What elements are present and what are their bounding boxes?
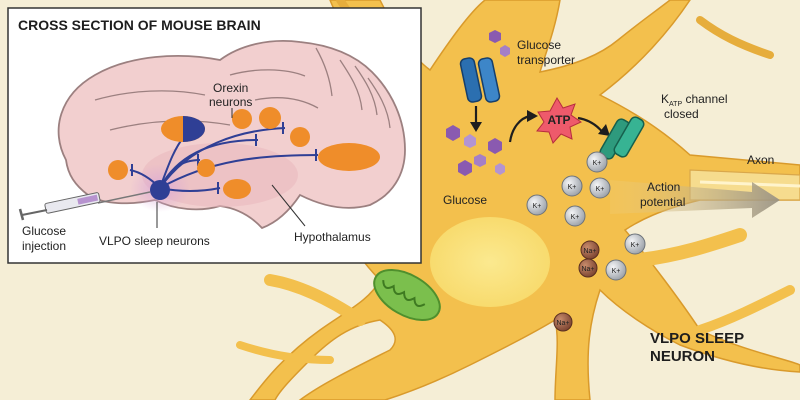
katp-channel-right [613,116,645,158]
glucose-transporter [459,57,501,103]
ions: K+ K+ K+ K+ K+ K+ K+ Na+ Na+ Na+ [526,151,646,332]
action-potential-arrow [610,180,780,218]
hypothalamus-leader [271,184,306,227]
glucose-molecule [446,125,460,141]
transporter-label-line2: transporter [517,53,575,67]
glucose-entry-arrowhead [470,122,482,132]
neuron-labels: Glucose transporter Glucose KATP channel… [443,38,774,365]
sodium-ion: Na+ [553,312,573,332]
action-potential-label-line2: potential [640,195,685,209]
glucose-molecules [446,30,510,176]
orexin-label-line2: neurons [209,95,252,109]
potassium-ion: K+ [605,259,627,281]
glucose-label: Glucose [443,193,487,207]
svg-text:Na+: Na+ [556,320,569,327]
vlpo-neuron-title-line1: VLPO SLEEP [650,330,744,347]
action-potential-label-line1: Action [647,180,680,194]
glucose-molecule [500,45,510,57]
sodium-ion: Na+ [580,240,600,260]
glucose-to-atp-arrowhead [527,110,538,122]
svg-text:K+: K+ [596,186,605,193]
target-neuron [290,127,310,147]
glucose-molecule [464,134,476,148]
neuron-dendrite-bottom-left-2 [236,341,334,364]
svg-text:K+: K+ [612,268,621,275]
target-neuron [197,159,215,177]
target-neurons [108,107,380,200]
svg-text:Na+: Na+ [581,266,594,273]
hypothalamus-label: Hypothalamus [294,230,371,244]
glucose-molecule [489,30,501,43]
sodium-ion: Na+ [578,258,598,278]
nucleus [430,217,550,307]
neuron-dendrite-lower-right-2 [695,285,795,335]
syringe-plunger [21,209,48,216]
atp-star: ATP [536,96,583,144]
potassium-ion: K+ [624,233,646,255]
inset-title: CROSS SECTION OF MOUSE BRAIN [18,17,261,33]
pathway-arrows [470,106,610,143]
atp-star-shape [536,96,583,144]
potassium-ion: K+ [561,175,583,197]
transporter-right-subunit [477,57,501,103]
neuron-dendrite-top-right [696,16,774,59]
target-neuron [223,179,251,199]
glucose-molecule [495,163,505,175]
potassium-ion: K+ [564,205,586,227]
orexin-neuron-blue-half [183,116,205,142]
target-neuron-large [318,143,380,171]
injection-label-line2: injection [22,239,66,253]
transporter-left-subunit [459,57,483,103]
potassium-ion: K+ [526,194,548,216]
syringe-needle [97,191,151,204]
projection-to-big [159,154,319,189]
neuron-dendrite-bottom-left [264,274,366,326]
svg-text:K+: K+ [568,184,577,191]
vlpo-label: VLPO sleep neurons [99,234,210,248]
axon-label: Axon [747,153,774,167]
potassium-ion: K+ [589,177,611,199]
inset-leader-lines [156,108,306,228]
target-neuron [259,107,281,129]
cerebellum-folds [315,47,391,129]
brain-inset: CROSS SECTION OF MOUSE BRAIN [7,7,422,264]
syringe-liquid [77,194,99,205]
katp-label: KATP channel [661,92,728,108]
glucose-molecule [474,154,486,167]
svg-text:K+: K+ [593,160,602,167]
mitochondrion [373,269,441,321]
svg-text:K+: K+ [533,203,542,210]
atp-label: ATP [547,113,570,127]
orexin-label-line1: Orexin [213,81,248,95]
axon-highlight [699,180,800,188]
syringe-plunger-cap [18,208,25,221]
injection-label-line1: Glucose [22,224,66,238]
svg-text:Na+: Na+ [583,248,596,255]
vlpo-projections [129,122,319,194]
target-neuron [232,109,252,129]
transporter-label-line1: Glucose [517,38,561,52]
projection-to-upper2 [159,127,286,189]
vlpo-sleep-neuron [150,180,170,200]
glucose-molecule [488,138,502,154]
target-neuron [108,160,128,180]
glucose-molecule [458,160,472,176]
potassium-ion: K+ [586,151,608,173]
syringe [18,191,151,221]
svg-text:K+: K+ [571,214,580,221]
mitochondrion-body [373,269,441,321]
vlpo-neuron-title-line2: NEURON [650,348,715,365]
mitochondrion-cristae [382,280,426,307]
katp-label-line2: closed [664,107,699,121]
atp-to-katp-arrowhead [598,124,610,136]
svg-text:K+: K+ [631,242,640,249]
neuron-dendrite-lower-right [633,228,747,267]
